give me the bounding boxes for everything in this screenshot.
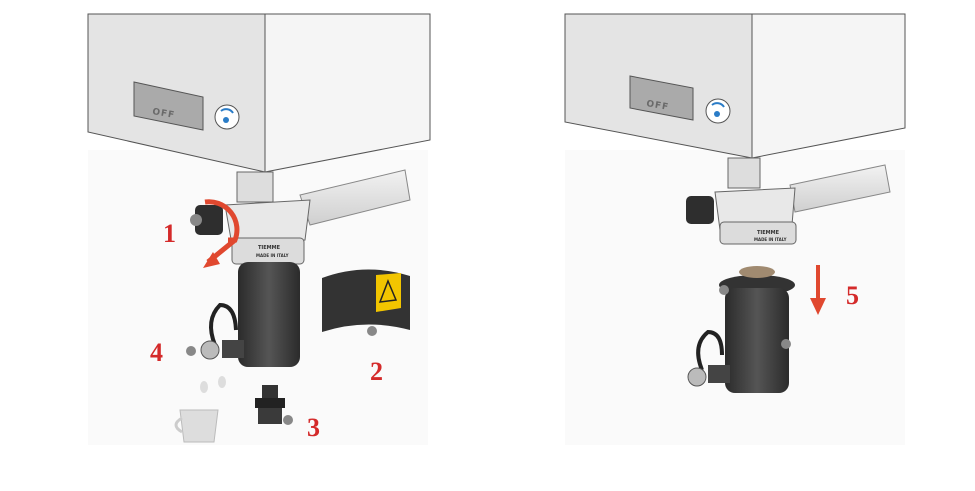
- water-knob-icon: [705, 98, 731, 124]
- appliance-box: OFF: [564, 13, 906, 159]
- right-panel: OFF TIEMME MADE IN ITALY: [564, 13, 906, 445]
- bucket-icon: [174, 409, 219, 443]
- step-2-label: 2: [370, 357, 383, 386]
- water-drops: [200, 376, 226, 393]
- brand-text: TIEMME: [258, 245, 281, 251]
- brand-subtext: MADE IN ITALY: [256, 253, 289, 258]
- display-panel: [133, 81, 204, 131]
- filter-cup: [186, 262, 300, 367]
- filter-head: TIEMME MADE IN ITALY: [190, 171, 311, 268]
- drain-plug: [255, 385, 293, 425]
- water-knob-icon: [214, 104, 240, 130]
- brand-subtext: MADE IN ITALY: [754, 237, 787, 242]
- step-4-label: 4: [150, 338, 163, 367]
- appliance-box: OFF: [87, 13, 431, 173]
- step-5-label: 5: [846, 281, 859, 310]
- down-arrow-icon: [810, 265, 826, 315]
- insulation-shell: [322, 269, 410, 336]
- step-1-label: 1: [163, 219, 176, 248]
- display-label: OFF: [645, 99, 669, 113]
- filter-head: TIEMME MADE IN ITALY: [686, 157, 797, 245]
- display-label: OFF: [151, 107, 175, 121]
- brand-text: TIEMME: [757, 230, 780, 236]
- valve-knob: [190, 205, 223, 235]
- filter-cup: [687, 266, 795, 393]
- step-3-label: 3: [307, 413, 320, 442]
- valve-knob: [686, 196, 714, 224]
- left-panel: OFF TIEMME MADE IN ITALY: [87, 13, 431, 445]
- warning-triangle-icon: [378, 278, 398, 303]
